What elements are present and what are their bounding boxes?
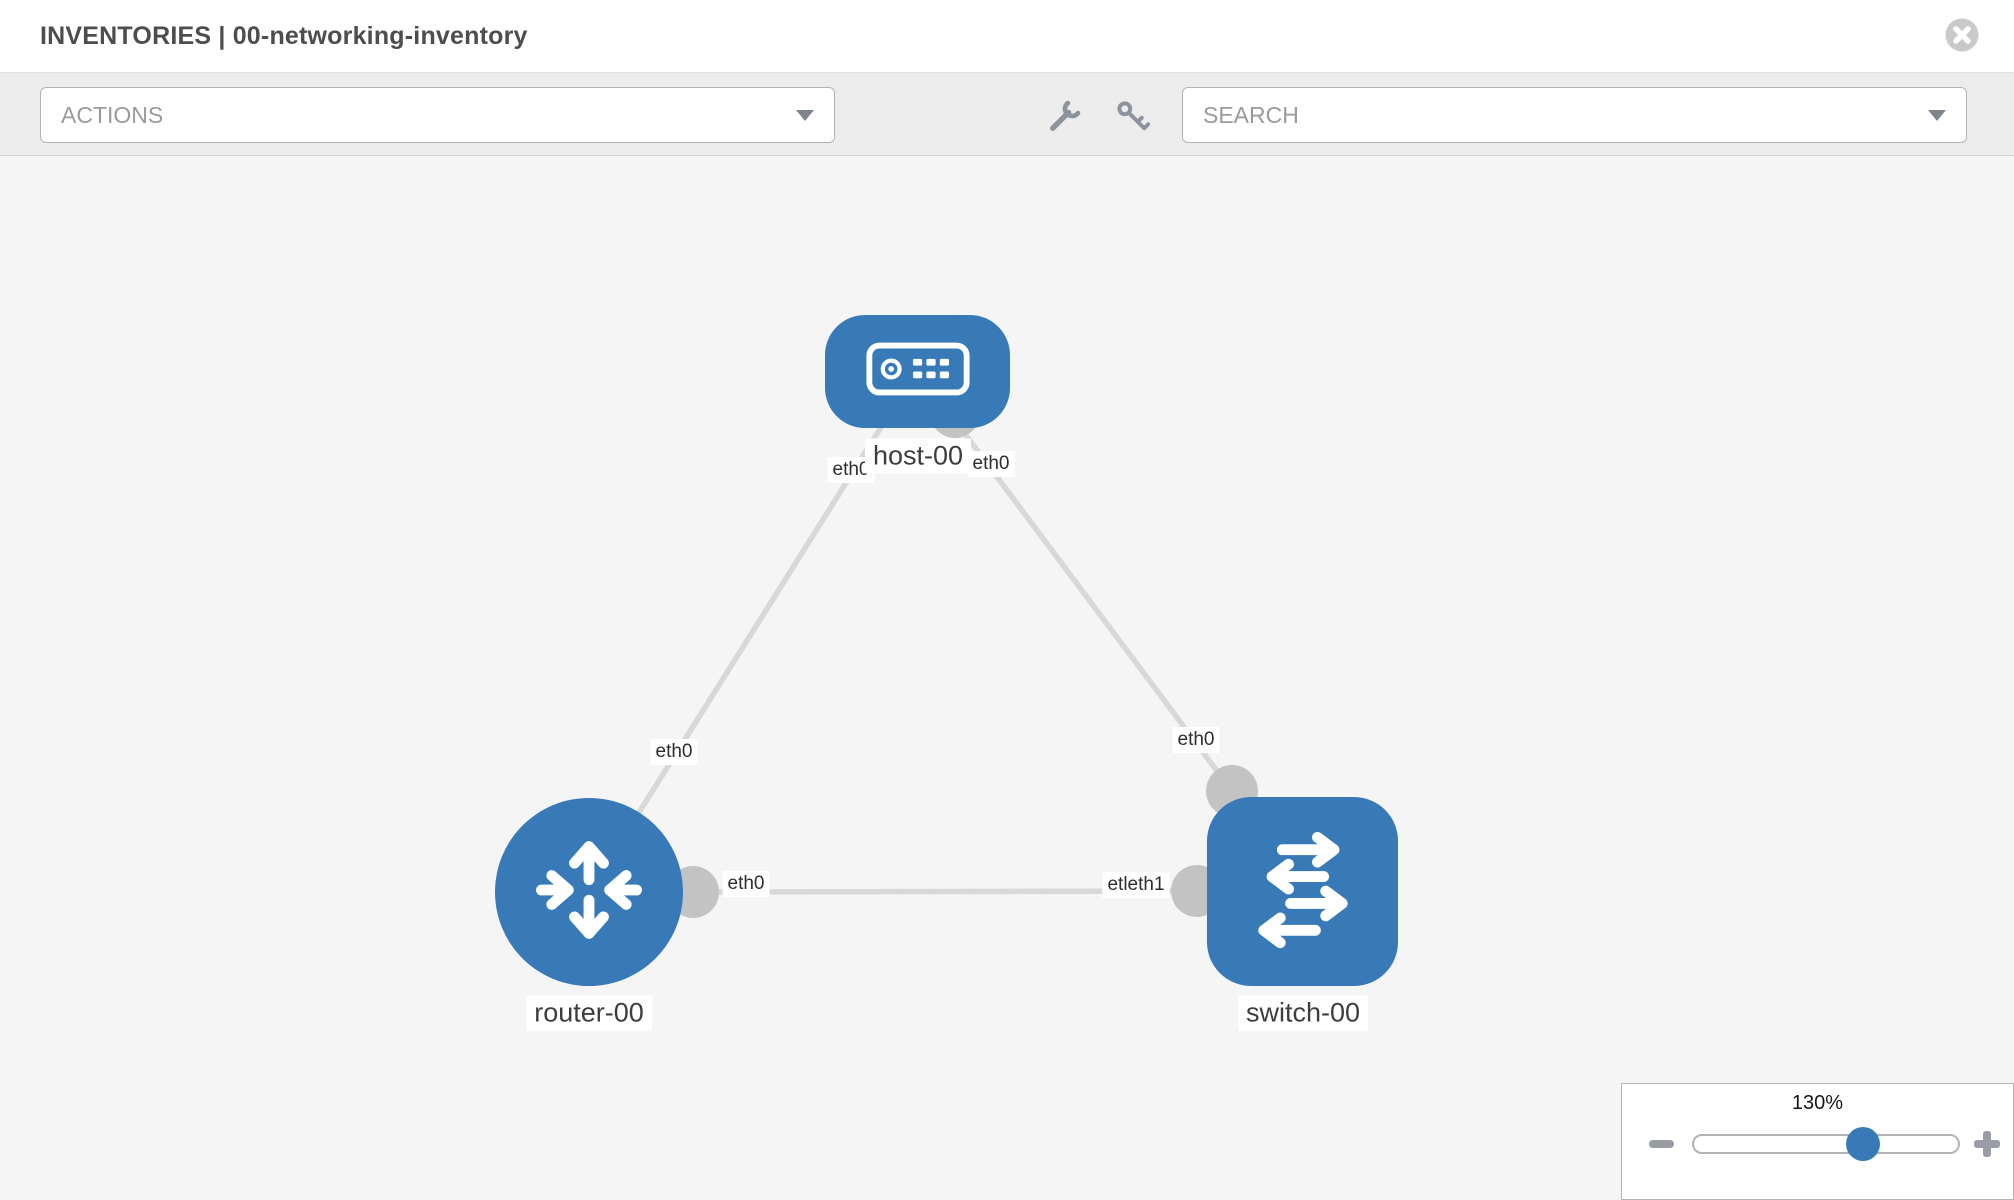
interface-label: eth0	[1172, 727, 1220, 753]
host-icon	[865, 342, 970, 401]
zoom-slider-knob[interactable]	[1846, 1127, 1880, 1161]
interface-label: etleth1	[1102, 872, 1170, 898]
search-dropdown-label: SEARCH	[1203, 101, 1299, 128]
zoom-level: 130%	[1791, 1092, 1844, 1114]
node-host-00[interactable]	[825, 315, 1010, 428]
zoom-control: 130%	[1621, 1083, 2014, 1200]
zoom-in-button[interactable]	[1974, 1131, 2000, 1157]
header: INVENTORIES | 00-networking-inventory	[0, 0, 2014, 73]
interface-label: eth0	[967, 451, 1015, 477]
key-icon	[1114, 101, 1151, 138]
wrench-icon	[1046, 100, 1084, 138]
topology-canvas[interactable]: host-00 router-00 switch-00 eth0 eth0 et…	[0, 156, 2014, 1200]
chevron-down-icon	[1928, 109, 1946, 121]
page-title: INVENTORIES | 00-networking-inventory	[40, 22, 528, 50]
actions-dropdown[interactable]: ACTIONS	[40, 87, 835, 143]
tools-button[interactable]	[1046, 98, 1084, 134]
credentials-button[interactable]	[1114, 98, 1152, 134]
zoom-out-button[interactable]	[1649, 1140, 1674, 1148]
node-label-host: host-00	[864, 438, 972, 474]
node-router-00[interactable]	[495, 798, 683, 986]
links-layer	[586, 368, 1258, 918]
zoom-slider[interactable]	[1692, 1127, 1960, 1161]
node-label-router: router-00	[526, 995, 652, 1031]
search-dropdown[interactable]: SEARCH	[1182, 87, 1967, 143]
interface-label: eth0	[650, 739, 698, 765]
chevron-down-icon	[796, 109, 814, 121]
switch-icon	[1241, 827, 1365, 956]
switch-icon-node[interactable]	[1207, 797, 1398, 986]
node-label-switch: switch-00	[1237, 995, 1369, 1031]
close-icon	[1945, 18, 1979, 56]
toolbar: ACTIONS SEARCH	[0, 73, 2014, 156]
actions-dropdown-label: ACTIONS	[61, 101, 164, 128]
interface-label: eth0	[722, 871, 770, 897]
router-icon	[527, 828, 651, 957]
close-button[interactable]	[1945, 18, 1979, 52]
